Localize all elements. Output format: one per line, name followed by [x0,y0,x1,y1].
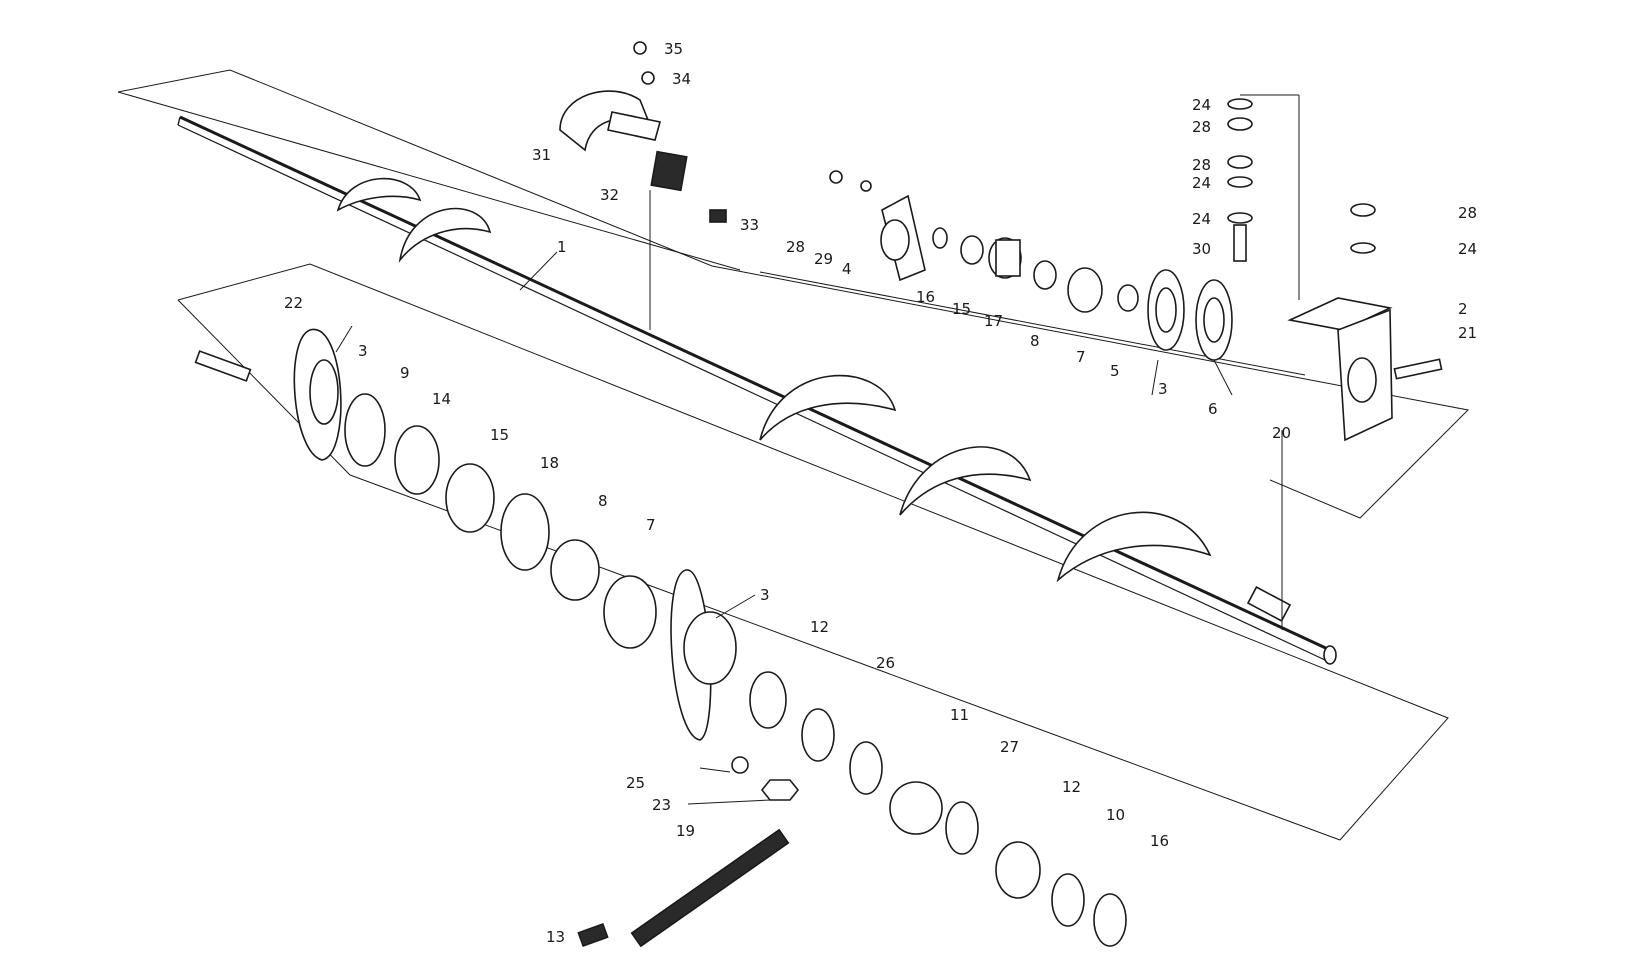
label-28b: 28 [1192,156,1211,174]
upper-bearing-group [829,170,1233,361]
label-24c: 24 [1192,210,1211,228]
mounting-bracket [1240,94,1443,442]
label-11: 11 [950,706,969,724]
label-33: 33 [740,216,759,234]
label-16b: 16 [1150,832,1169,850]
label-10: 10 [1106,806,1125,824]
label-32: 32 [600,186,619,204]
label-2: 2 [1458,300,1468,318]
label-28c: 28 [1458,204,1477,222]
label-6: 6 [1208,400,1218,418]
label-19: 19 [676,822,695,840]
label-3c: 3 [1158,380,1168,398]
label-9: 9 [400,364,410,382]
auger-shaft [177,115,1337,665]
label-16a: 16 [916,288,935,306]
label-22: 22 [284,294,303,312]
upper-plane-edge [117,91,741,271]
chain-group [577,756,800,948]
label-24a: 24 [1192,96,1211,114]
label-15a: 15 [952,300,971,318]
label-28a: 28 [1192,118,1211,136]
label-15b: 15 [490,426,509,444]
label-13: 13 [546,928,565,946]
label-34: 34 [672,70,691,88]
label-4: 4 [842,260,852,278]
part-labels: 1 2 3 3 3 4 5 6 7 7 8 8 9 10 11 12 12 13… [284,40,1477,946]
label-18: 18 [540,454,559,472]
label-28d: 28 [786,238,805,256]
label-35: 35 [664,40,683,58]
label-3a: 3 [358,342,368,360]
leader-lines [335,251,1283,805]
label-24b: 24 [1192,174,1211,192]
label-7b: 7 [646,516,656,534]
label-8a: 8 [1030,332,1040,350]
label-1: 1 [557,238,567,256]
label-12a: 12 [810,618,829,636]
label-7a: 7 [1076,348,1086,366]
label-14: 14 [432,390,451,408]
label-31: 31 [532,146,551,164]
label-12b: 12 [1062,778,1081,796]
label-25: 25 [626,774,645,792]
label-17: 17 [984,312,1003,330]
label-26: 26 [876,654,895,672]
label-3b: 3 [760,586,770,604]
upper-plane-outline [117,69,1470,519]
label-24d: 24 [1458,240,1477,258]
label-30: 30 [1192,240,1211,258]
label-29: 29 [814,250,833,268]
label-21: 21 [1458,324,1477,342]
label-23: 23 [652,796,671,814]
bolt-stack [1227,98,1376,262]
left-flange-group [194,329,1127,947]
label-27: 27 [1000,738,1019,756]
lower-plane-outline [177,263,1449,841]
label-8b: 8 [598,492,608,510]
top-cover-group [559,41,727,330]
label-20: 20 [1272,424,1291,442]
label-5: 5 [1110,362,1120,380]
auger-flights [336,177,1212,583]
